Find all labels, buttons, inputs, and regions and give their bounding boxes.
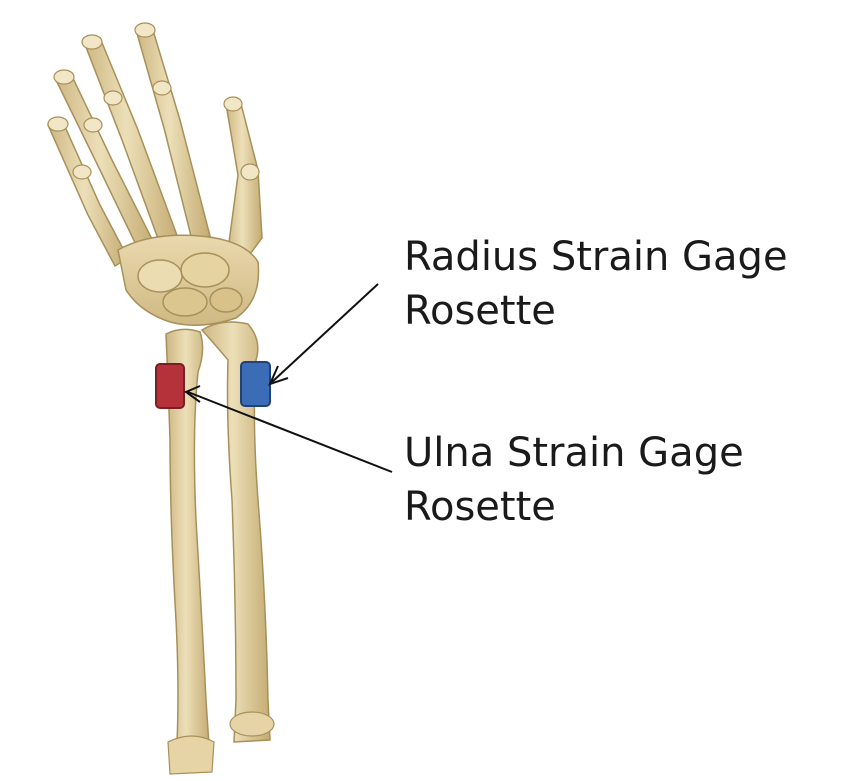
ulna-gage-label: Ulna Strain Gage Rosette: [404, 426, 744, 534]
radius-pointer-arrow: [270, 284, 378, 384]
radius-label-line2: Rosette: [404, 284, 788, 338]
ulna-pointer-arrow: [186, 386, 392, 472]
ulna-label-line2: Rosette: [404, 480, 744, 534]
ulna-label-line1: Ulna Strain Gage: [404, 426, 744, 480]
finger-bones: [48, 27, 262, 266]
radius-strain-gage: [241, 362, 270, 406]
radius-gage-label: Radius Strain Gage Rosette: [404, 230, 788, 338]
radius-label-line1: Radius Strain Gage: [404, 230, 788, 284]
ulna-strain-gage: [156, 364, 184, 408]
wrist-bones: [118, 235, 259, 325]
